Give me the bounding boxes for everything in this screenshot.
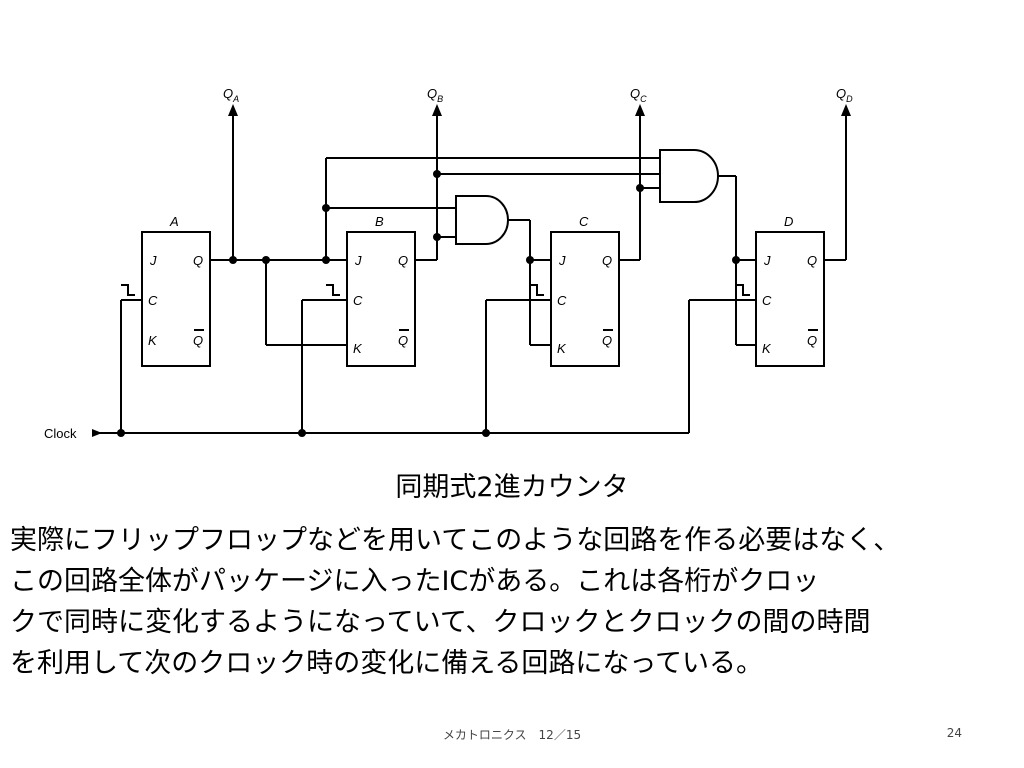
arrow-right-icon — [92, 429, 102, 437]
pin-q-label: Q — [602, 253, 612, 268]
output-qa-label: QA — [223, 86, 239, 104]
body-paragraph: 実際にフリップフロップなどを用いてこのような回路を作る必要はなく、 この回路全体… — [10, 520, 1015, 684]
arrow-up-icon — [635, 104, 645, 116]
pin-k-label: K — [148, 333, 158, 348]
flipflop-a-label: A — [169, 214, 179, 229]
pin-qbar-label: Q — [398, 333, 408, 348]
body-line: クで同時に変化するようになっていて、クロックとクロックの間の時間 — [10, 607, 871, 638]
output-qd-label: QD — [836, 86, 853, 104]
page-number: 24 — [946, 726, 962, 740]
output-qb-label: QB — [427, 86, 443, 104]
pin-c-label: C — [353, 293, 363, 308]
pin-q-label: Q — [398, 253, 408, 268]
pin-k-label: K — [762, 341, 772, 356]
arrow-up-icon — [841, 104, 851, 116]
pin-q-label: Q — [193, 253, 203, 268]
body-line: 実際にフリップフロップなどを用いてこのような回路を作る必要はなく、 — [10, 525, 901, 556]
flipflop-d-label: D — [784, 214, 793, 229]
sync-binary-counter-diagram: A B C D J C K Q Q J C K Q Q J C K Q Q J … — [44, 86, 853, 441]
pin-qbar-label: Q — [807, 333, 817, 348]
pin-qbar-label: Q — [193, 333, 203, 348]
pin-j-label: J — [149, 253, 157, 268]
output-qc-label: QC — [630, 86, 647, 104]
pin-k-label: K — [353, 341, 363, 356]
pin-k-label: K — [557, 341, 567, 356]
pin-q-label: Q — [807, 253, 817, 268]
pin-qbar-label: Q — [602, 333, 612, 348]
diagram-caption: 同期式2進カウンタ — [395, 472, 629, 503]
junction-dots — [117, 170, 740, 437]
flipflop-b-label: B — [375, 214, 384, 229]
pin-c-label: C — [557, 293, 567, 308]
body-line: を利用して次のクロック時の変化に備える回路になっている。 — [10, 648, 764, 679]
pin-j-label: J — [354, 253, 362, 268]
and-gate-3input — [659, 149, 719, 203]
pin-j-label: J — [558, 253, 566, 268]
pin-c-label: C — [762, 293, 772, 308]
and-gate-2input — [455, 195, 509, 245]
arrow-up-icon — [228, 104, 238, 116]
flipflop-c-label: C — [579, 214, 589, 229]
pin-c-label: C — [148, 293, 158, 308]
body-line: この回路全体がパッケージに入ったICがある。これは各桁がクロッ — [10, 566, 820, 597]
footer-course-title: メカトロニクス 12／15 — [442, 728, 582, 742]
pin-j-label: J — [763, 253, 771, 268]
arrow-up-icon — [432, 104, 442, 116]
clock-label: Clock — [44, 426, 77, 441]
